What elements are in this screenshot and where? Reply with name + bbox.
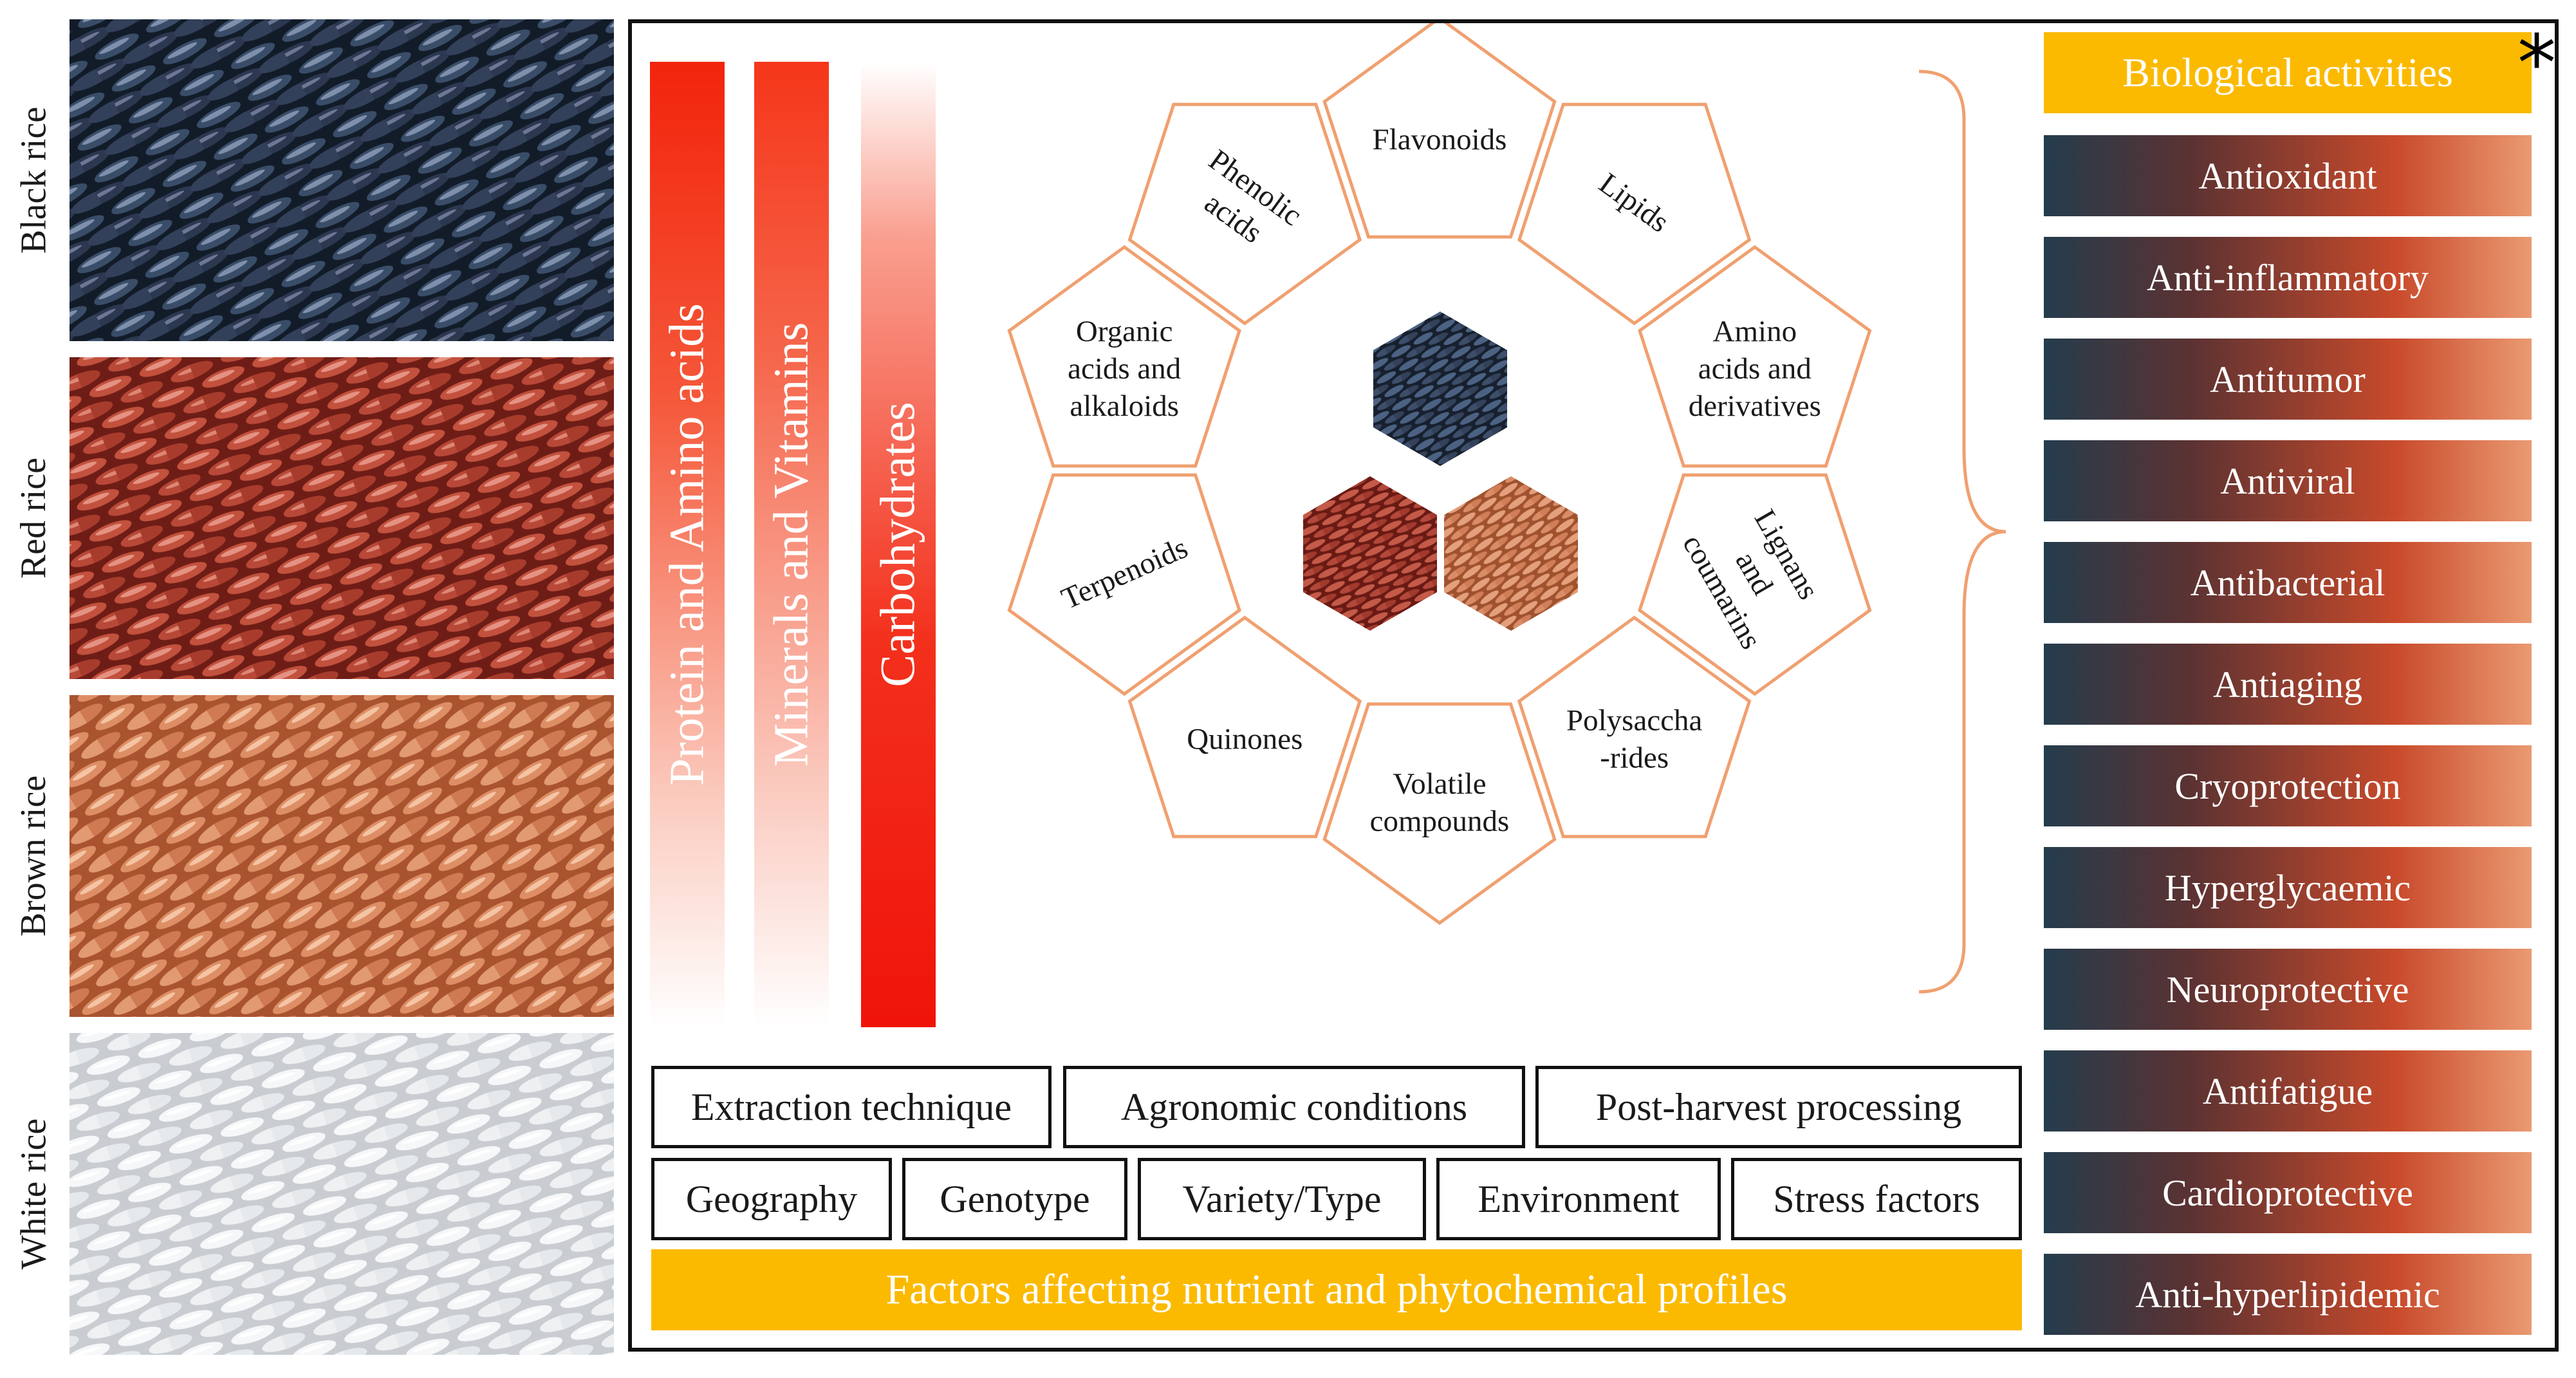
red-rice-photo [69, 357, 614, 679]
rice-label-black: Black rice [14, 106, 54, 254]
activity-item: Antibacterial [2044, 542, 2532, 623]
compound-pentagon [1007, 245, 1241, 468]
asterisk-marker: * [2517, 19, 2556, 109]
activity-item: Antioxidant [2044, 135, 2532, 216]
compound-pentagon [1517, 102, 1752, 326]
black-rice-hex [1373, 312, 1507, 466]
compound-pentagon [1127, 615, 1362, 839]
minerals-bar: Minerals and Vitamins [754, 62, 829, 1027]
activity-item: Antiviral [2044, 440, 2532, 521]
factor-post-harvest-processing: Post-harvest processing [1535, 1066, 2022, 1148]
biological-activities-title: Biological activities [2044, 32, 2532, 113]
factor-extraction-technique: Extraction technique [651, 1066, 1052, 1148]
compound-pentagon [1322, 702, 1557, 926]
compound-pentagon [1638, 245, 1872, 468]
activity-item: Hyperglycaemic [2044, 847, 2532, 928]
factor-agronomic-conditions: Agronomic conditions [1063, 1066, 1525, 1148]
rice-label-white: White rice [14, 1118, 53, 1270]
compound-label: Flavonoids [1373, 123, 1507, 156]
compound-pentagon [1322, 23, 1557, 239]
brown-rice-photo [69, 695, 614, 1017]
factor-genotype: Genotype [902, 1158, 1127, 1240]
factors-title: Factors affecting nutrient and phytochem… [651, 1249, 2022, 1330]
factor-geography: Geography [651, 1158, 892, 1240]
compound-pentagon [1638, 473, 1872, 696]
activity-item: Anti-inflammatory [2044, 237, 2532, 318]
black-rice-photo [69, 19, 614, 341]
white-rice-photo [69, 1033, 614, 1355]
activity-item: Cardioprotective [2044, 1152, 2532, 1233]
compound-label: Polysaccha-rides [1566, 704, 1703, 775]
rice-label-brown: Brown rice [14, 775, 54, 937]
compound-pentagon [1517, 615, 1752, 839]
brown-rice-hex [1444, 476, 1578, 631]
compound-label: Quinones [1187, 723, 1302, 756]
activity-item: Neuroprotective [2044, 949, 2532, 1030]
activity-item: Antitumor [2044, 339, 2532, 420]
compound-pentagon [1007, 473, 1241, 696]
main-diagram-frame: Protein and Amino acids Minerals and Vit… [628, 19, 2559, 1352]
activity-item: Cryoprotection [2044, 745, 2532, 826]
red-rice-hex [1303, 476, 1437, 631]
activity-item: Antiaging [2044, 644, 2532, 725]
rice-label-red: Red rice [14, 457, 53, 579]
carbohydrates-bar: Carbohydrates [861, 62, 936, 1027]
activity-item: Anti-hyperlipidemic [2044, 1254, 2532, 1335]
brace [1918, 70, 2006, 994]
compound-pentagon [1127, 102, 1362, 326]
factor-variety-type: Variety/Type [1138, 1158, 1426, 1240]
factor-stress-factors: Stress factors [1731, 1158, 2022, 1240]
protein-bar: Protein and Amino acids [650, 62, 725, 1027]
activity-item: Antifatigue [2044, 1050, 2532, 1131]
factor-environment: Environment [1436, 1158, 1721, 1240]
